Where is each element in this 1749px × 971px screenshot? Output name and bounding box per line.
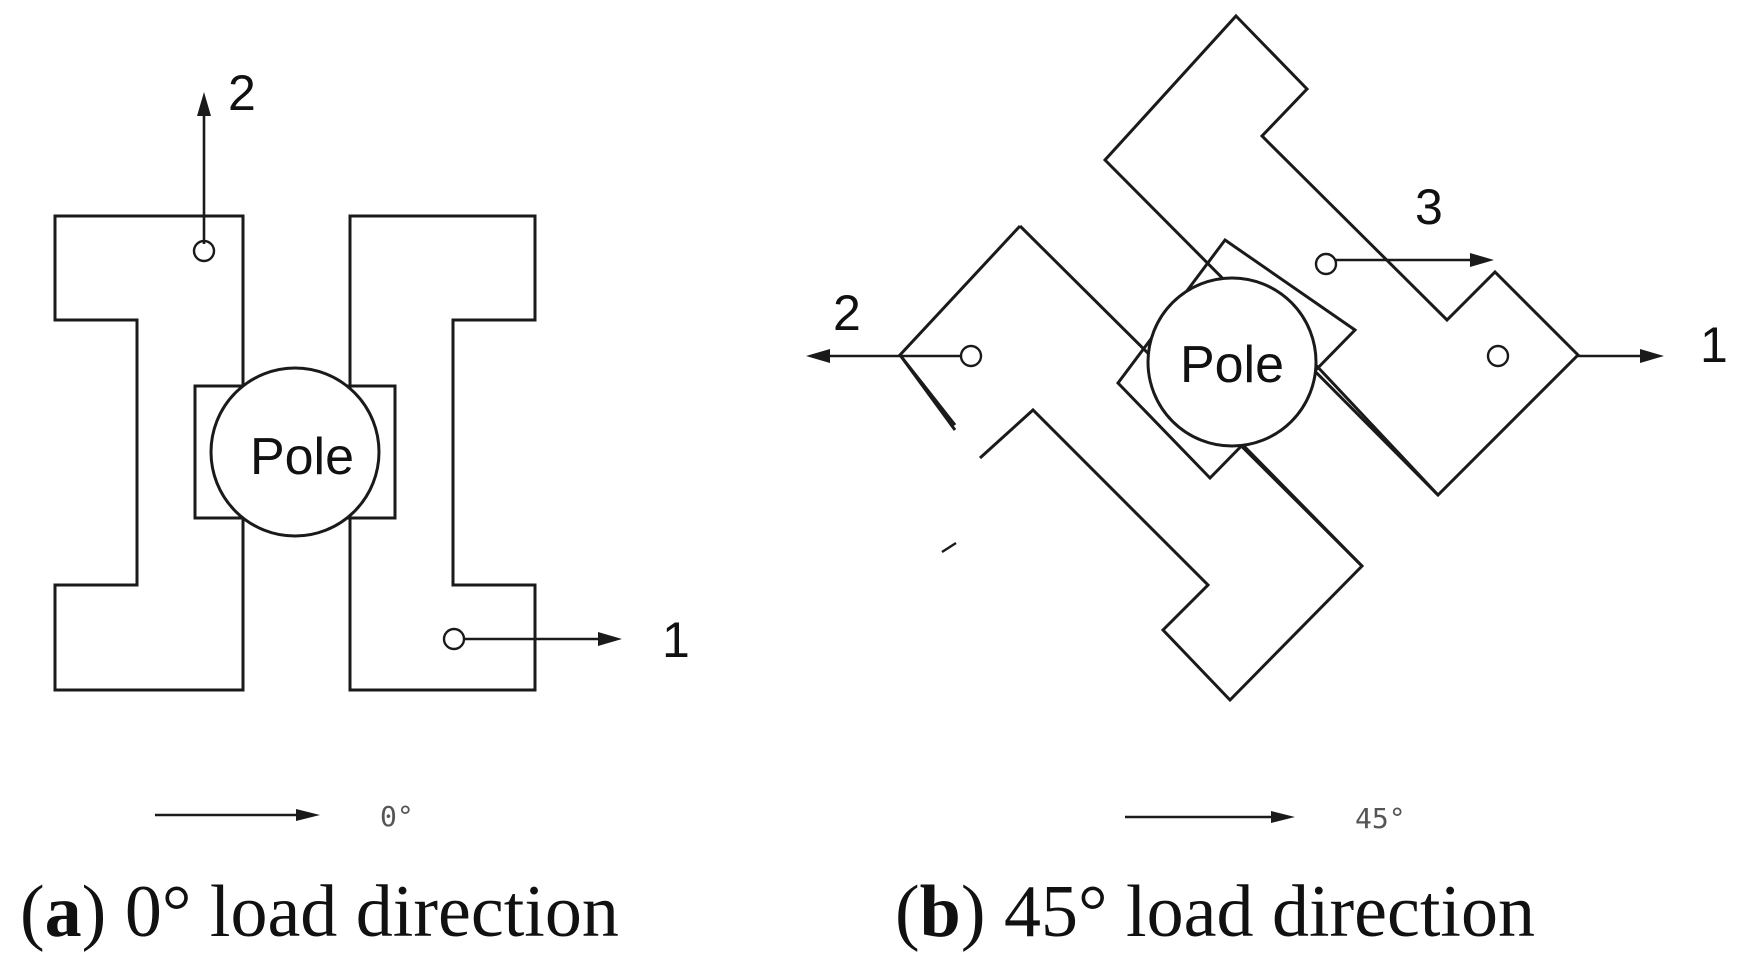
arrowhead-2 <box>197 92 211 116</box>
measure-point-2 <box>959 344 983 368</box>
lower-bracket <box>898 224 1365 703</box>
caption-a: (a) 0° load direction <box>20 871 619 953</box>
pole-circle <box>1146 276 1318 448</box>
stray-tick <box>941 541 957 554</box>
right-bracket <box>348 214 537 692</box>
divider-line-1 <box>1311 360 1440 497</box>
angle-label: 45° <box>1355 802 1406 835</box>
point-label-1: 1 <box>662 612 690 668</box>
caption-a-letter: a <box>45 871 82 953</box>
pole-circle <box>209 366 381 538</box>
pole-label: Pole <box>250 428 354 486</box>
measure-point-1 <box>1486 344 1510 368</box>
arrowhead-1 <box>1640 349 1664 363</box>
divider-line-2 <box>1238 440 1364 568</box>
lower-bracket-edge <box>898 224 1022 426</box>
panel-a: Pole 2 1 0° <box>53 65 690 833</box>
point-label-2: 2 <box>833 285 861 341</box>
upper-bracket <box>1102 13 1581 498</box>
angle-label: 0° <box>380 800 414 833</box>
load-direction-arrowhead <box>296 809 320 821</box>
pole-label: Pole <box>1180 336 1284 394</box>
arrowhead-3 <box>1470 253 1494 267</box>
load-direction-arrowhead <box>1271 811 1295 823</box>
measure-point-3 <box>1314 252 1338 276</box>
point-label-1: 1 <box>1700 317 1728 373</box>
point-label-3: 3 <box>1415 179 1443 235</box>
left-bracket <box>53 214 245 692</box>
caption-a-text: 0° load direction <box>106 871 619 953</box>
arrowhead-2 <box>806 349 830 363</box>
caption-b: (b) 45° load direction <box>895 871 1535 953</box>
measure-point-1 <box>442 627 466 651</box>
caption-b-letter: b <box>920 871 961 953</box>
arrowhead-1 <box>598 632 622 646</box>
point-label-2: 2 <box>228 65 256 121</box>
panel-b: Pole 2 3 1 45° <box>806 13 1728 835</box>
caption-b-text: 45° load direction <box>985 871 1535 953</box>
